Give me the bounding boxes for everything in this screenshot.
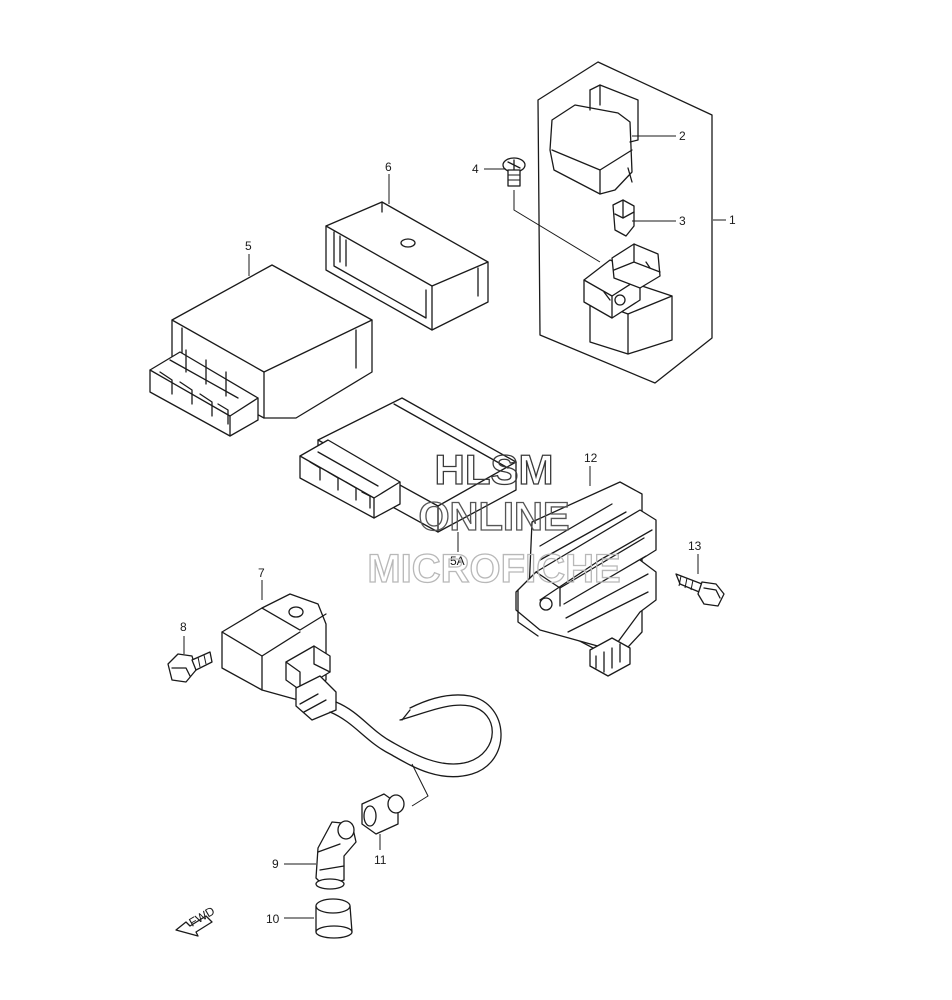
- ecu-unit-alt: [299, 397, 517, 533]
- callout-3: 3: [679, 214, 686, 228]
- callout-11: 11: [374, 853, 387, 867]
- watermark-line-3: MICROFICHE: [367, 547, 620, 591]
- callout-4: 4: [472, 162, 479, 176]
- watermark: HLSM ONLINE MICROFICHE: [367, 445, 622, 591]
- fuse: [612, 199, 635, 237]
- callout-8: 8: [180, 620, 187, 634]
- lead-seal: [361, 793, 405, 850]
- coil-bolt: [167, 636, 213, 683]
- callout-7: 7: [258, 566, 265, 580]
- starter-relay-body: [583, 243, 673, 355]
- spark-plug-cap: [284, 820, 357, 890]
- callout-12: 12: [584, 451, 598, 465]
- callout-5a: 5A: [450, 554, 465, 568]
- leader-lines: [248, 135, 726, 552]
- regulator-rectifier: [515, 481, 657, 677]
- callout-labels: 1 2 3 4 5 5A 6 7 8 9 10 11 12 13: [180, 129, 736, 926]
- callout-10: 10: [266, 912, 280, 926]
- ecu-cover-sleeve: [325, 201, 489, 331]
- callout-2: 2: [679, 129, 686, 143]
- ecu-unit: [149, 264, 373, 437]
- watermark-line-2: ONLINE: [418, 495, 569, 539]
- callout-13: 13: [688, 539, 702, 553]
- plug-boot: [284, 898, 353, 939]
- starter-relay-assembly-box: [537, 61, 713, 384]
- callout-9: 9: [272, 857, 279, 871]
- callout-1: 1: [729, 213, 736, 227]
- watermark-line-1: HLSM: [435, 446, 554, 493]
- relay-cover: [549, 84, 639, 195]
- high-tension-lead: [329, 694, 502, 807]
- ignition-coil: [221, 580, 337, 721]
- callout-6: 6: [385, 160, 392, 174]
- regulator-bolt: [675, 554, 725, 607]
- relay-screw: [502, 157, 601, 263]
- callout-5: 5: [245, 239, 252, 253]
- forward-arrow-icon: FWD: [175, 904, 217, 937]
